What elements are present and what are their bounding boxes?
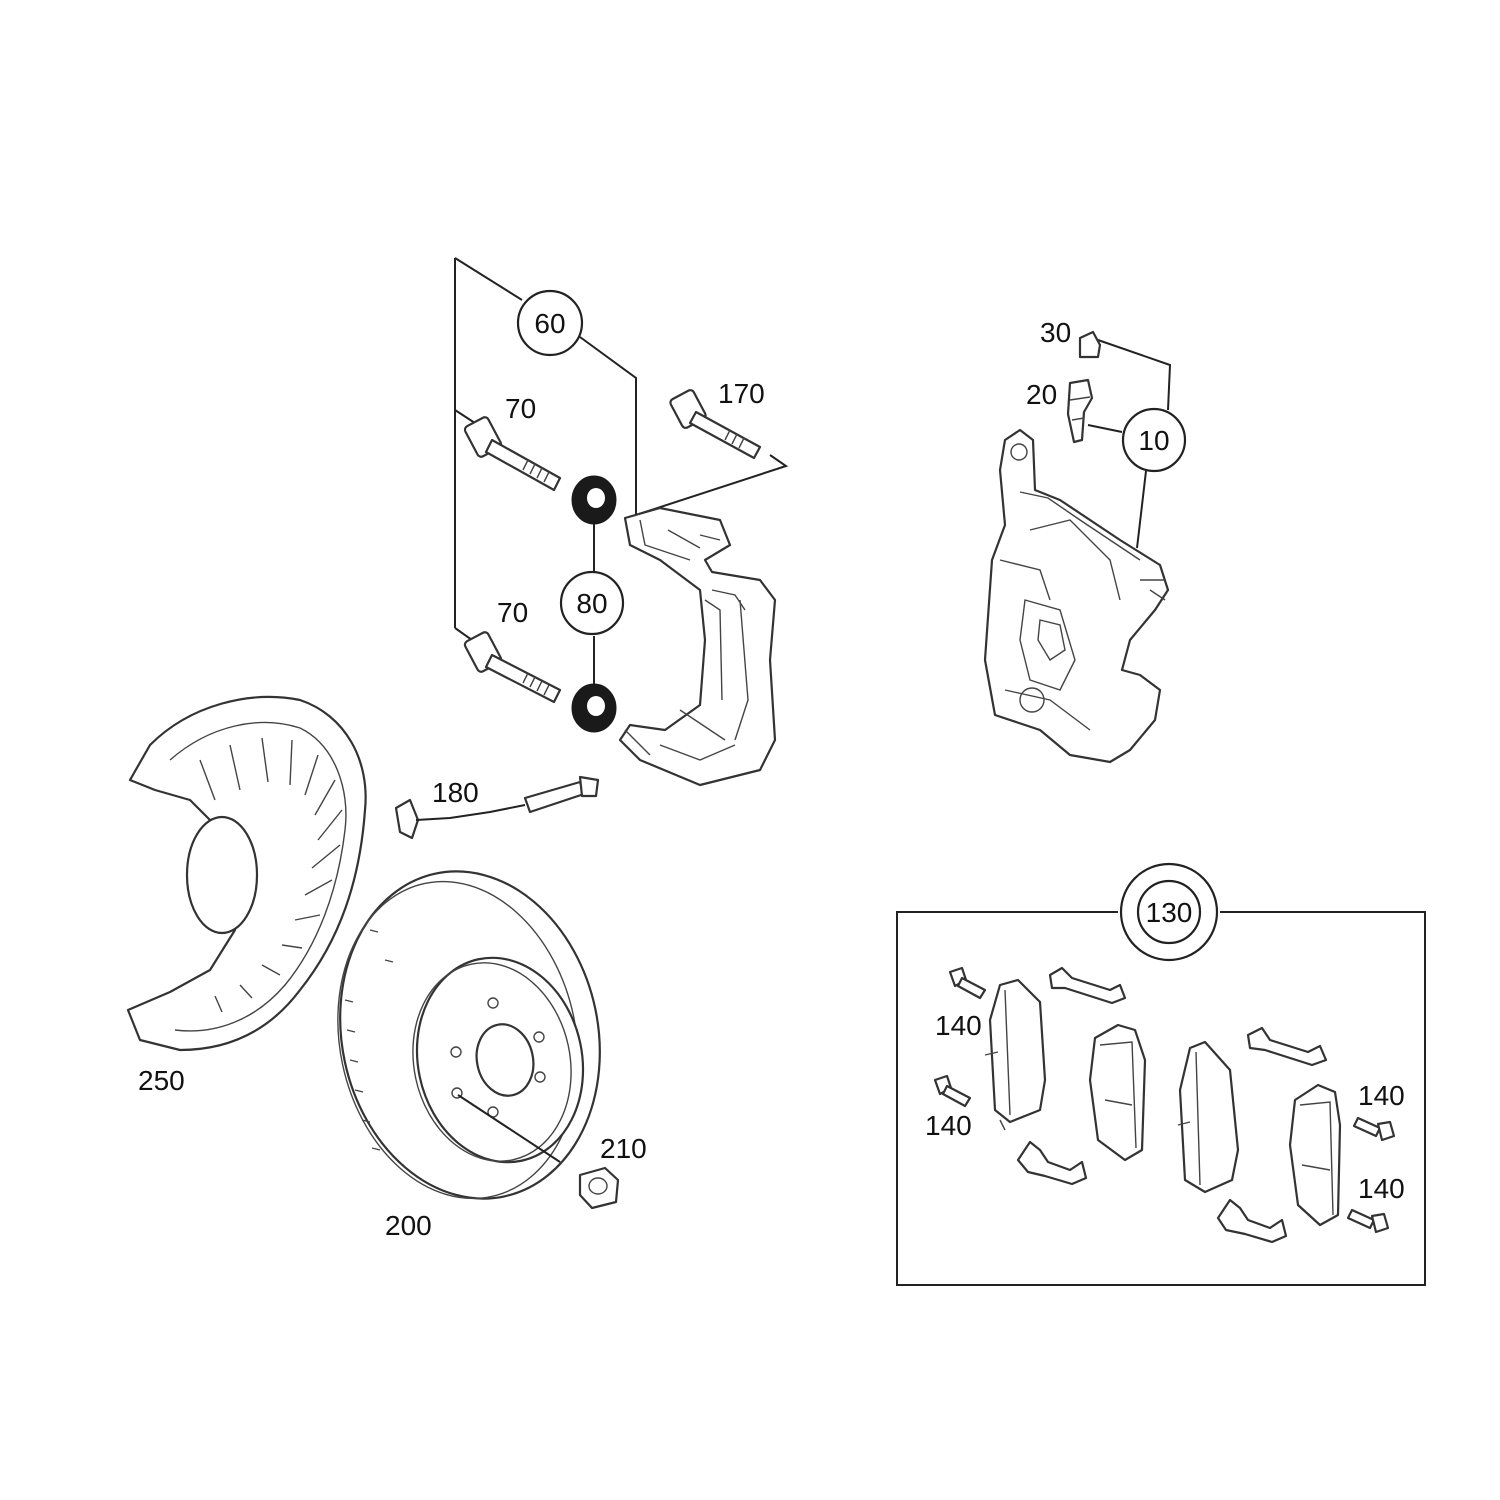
bushing-80-upper[interactable] [571, 475, 617, 525]
screw-210[interactable] [578, 1166, 620, 1210]
pad-kit-frame [896, 911, 1426, 1286]
callout-140-bottom-left: 140 [925, 1110, 972, 1141]
callout-10[interactable]: 10 [1121, 407, 1187, 473]
bolt-140-bottom-right[interactable] [1346, 1208, 1390, 1234]
spring-clip-4[interactable] [1216, 1198, 1288, 1244]
callout-140-top-right: 140 [1358, 1080, 1405, 1111]
wear-sensor-180[interactable] [394, 775, 600, 840]
callout-140-top-left: 140 [935, 1010, 982, 1041]
callout-200: 200 [385, 1210, 432, 1241]
callout-20: 20 [1026, 379, 1057, 410]
callout-130[interactable]: 130 [1119, 862, 1219, 962]
callout-130-label: 130 [1146, 897, 1193, 928]
spring-clip-1[interactable] [1048, 966, 1127, 1005]
callout-30: 30 [1040, 317, 1071, 348]
bolt-140-top-right[interactable] [1352, 1116, 1396, 1142]
brake-disc-200[interactable] [309, 847, 629, 1223]
callout-80[interactable]: 80 [559, 570, 625, 636]
callout-10-label: 10 [1138, 425, 1169, 456]
dust-shield-250[interactable] [126, 695, 367, 1052]
brake-pad-3[interactable] [1177, 1040, 1240, 1194]
callout-180: 180 [432, 777, 479, 808]
callout-210: 210 [600, 1133, 647, 1164]
leader-group-60 [454, 257, 789, 641]
brake-pad-2[interactable] [1088, 1023, 1147, 1162]
brake-caliper-10[interactable] [983, 428, 1170, 764]
bolt-70-lower[interactable] [463, 631, 562, 704]
spring-clip-3[interactable] [1246, 1026, 1328, 1067]
bushing-80-lower[interactable] [571, 683, 617, 733]
callout-70-upper: 70 [505, 393, 536, 424]
callout-60[interactable]: 60 [516, 289, 584, 357]
bolt-70-upper[interactable] [463, 416, 562, 492]
bleed-cap-30[interactable] [1078, 330, 1102, 359]
callout-250: 250 [138, 1065, 185, 1096]
callout-70-lower: 70 [497, 597, 528, 628]
bolt-140-bottom-left[interactable] [933, 1074, 972, 1108]
brake-pad-4[interactable] [1288, 1083, 1342, 1227]
callout-80-label: 80 [576, 588, 607, 619]
callout-60-label: 60 [534, 308, 565, 339]
spring-clip-2[interactable] [1016, 1140, 1088, 1186]
bolt-140-top-left[interactable] [948, 966, 987, 1000]
bolt-170[interactable] [669, 389, 762, 460]
callout-140-bottom-right: 140 [1358, 1173, 1405, 1204]
callout-170: 170 [718, 378, 765, 409]
bleed-screw-20[interactable] [1066, 378, 1094, 444]
caliper-carrier-bracket[interactable] [618, 506, 777, 787]
leader-group-10 [1087, 339, 1172, 549]
brake-pad-1[interactable] [984, 978, 1047, 1131]
